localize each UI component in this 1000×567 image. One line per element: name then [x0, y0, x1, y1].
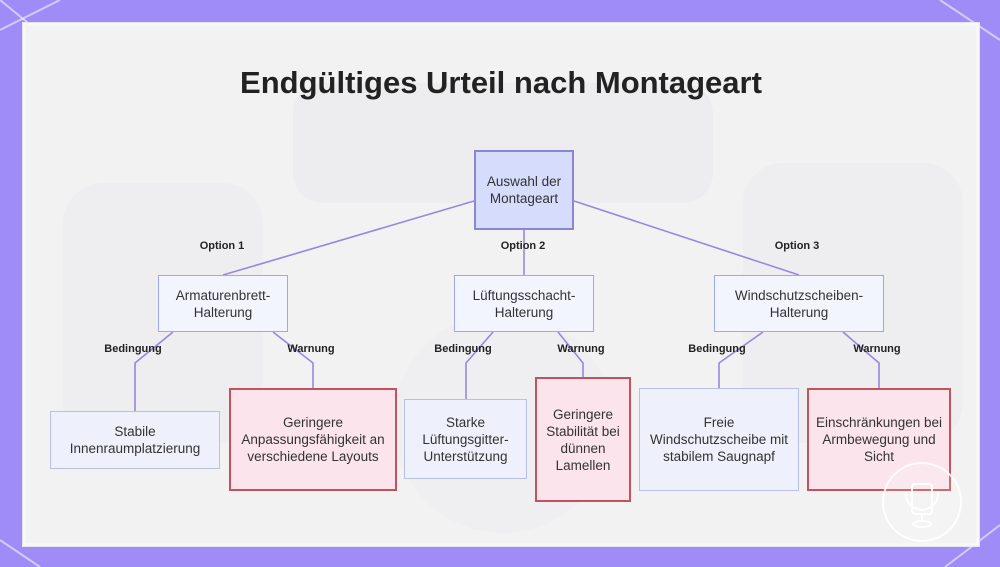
edge-label-condition-2: Bedingung — [434, 343, 491, 355]
root-node: Auswahl der Montageart — [474, 150, 574, 230]
edge-option-3-warning — [843, 332, 879, 388]
condition-node-windshield: Freie Windschutzscheibe mit stabilem Sau… — [639, 388, 799, 491]
edge-option-3-condition — [719, 332, 763, 388]
edge-option-1-warning — [273, 332, 313, 388]
diagram-title: Endgültiges Urteil nach Montageart — [23, 65, 979, 101]
option-node-dashboard: Armaturenbrett-Halterung — [158, 275, 288, 332]
edge-label-warning-1: Warnung — [287, 343, 334, 355]
edge-label-condition-3: Bedingung — [688, 343, 745, 355]
warning-node-vent: Geringere Stabilität bei dünnen Lamellen — [535, 377, 631, 502]
car-phone-mount-icon — [882, 462, 962, 542]
edge-label-warning-3: Warnung — [853, 343, 900, 355]
diagram-card: Endgültiges Urteil nach Montageart Auswa… — [22, 22, 980, 547]
edge-label-warning-2: Warnung — [557, 343, 604, 355]
edge-root-option-1 — [223, 201, 474, 275]
edge-root-option-3 — [574, 201, 799, 275]
option-node-windshield: Windschutzscheiben-Halterung — [714, 275, 884, 332]
edge-label-condition-1: Bedingung — [104, 343, 161, 355]
edge-label-option-1: Option 1 — [200, 240, 245, 252]
edge-label-option-3: Option 3 — [775, 240, 820, 252]
condition-node-dashboard: Stabile Innenraumplatzierung — [50, 411, 220, 469]
option-node-vent: Lüftungsschacht-Halterung — [454, 275, 594, 332]
condition-node-vent: Starke Lüftungsgitter-Unterstützung — [404, 399, 527, 479]
edge-label-option-2: Option 2 — [501, 240, 546, 252]
warning-node-dashboard: Geringere Anpassungsfähigkeit an verschi… — [229, 388, 397, 491]
